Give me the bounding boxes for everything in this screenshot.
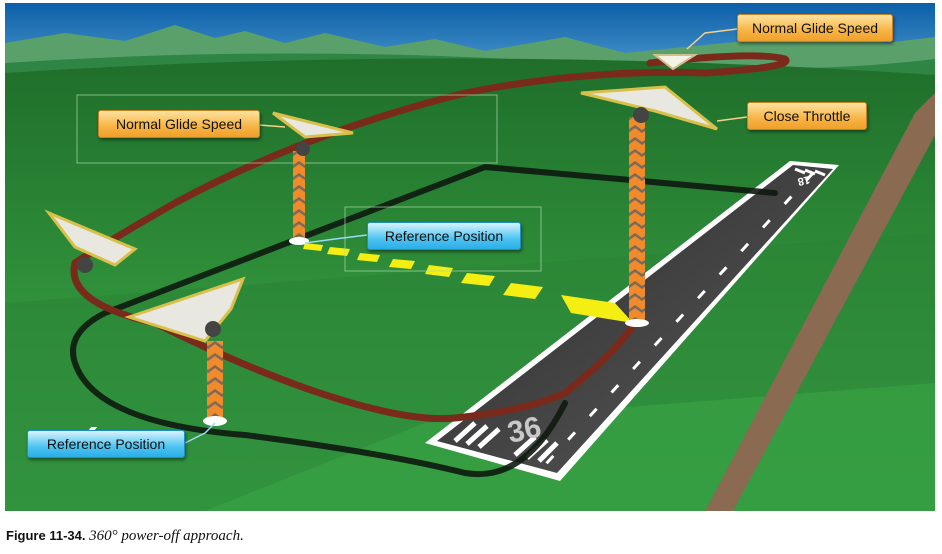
aircraft-close-throttle (580, 85, 718, 131)
dirt-road (705, 93, 935, 511)
runway-number-far: 18 (796, 173, 810, 187)
aircraft-turn-left (44, 209, 138, 273)
approach-scene: 36 18 (5, 3, 935, 511)
aircraft-top (652, 54, 699, 71)
figure-caption: Figure 11-34. 360° power-off approach. (6, 528, 244, 545)
aircraft-glide-left (272, 111, 354, 156)
label-reference-position-left: Reference Position (27, 430, 185, 458)
pole-reference-left (203, 341, 227, 426)
label-close-throttle: Close Throttle (747, 102, 867, 130)
label-reference-position-center: Reference Position (367, 222, 521, 250)
label-normal-glide-speed-top: Normal Glide Speed (737, 14, 893, 42)
figure-number: Figure 11-34. (6, 528, 86, 543)
aircraft-reference-left (124, 276, 246, 343)
pole-reference-center (289, 151, 309, 245)
reference-line (303, 243, 633, 323)
pole-close-throttle (625, 117, 649, 327)
label-normal-glide-speed-left: Normal Glide Speed (98, 110, 260, 138)
figure-title: 360° power-off approach. (89, 528, 244, 544)
